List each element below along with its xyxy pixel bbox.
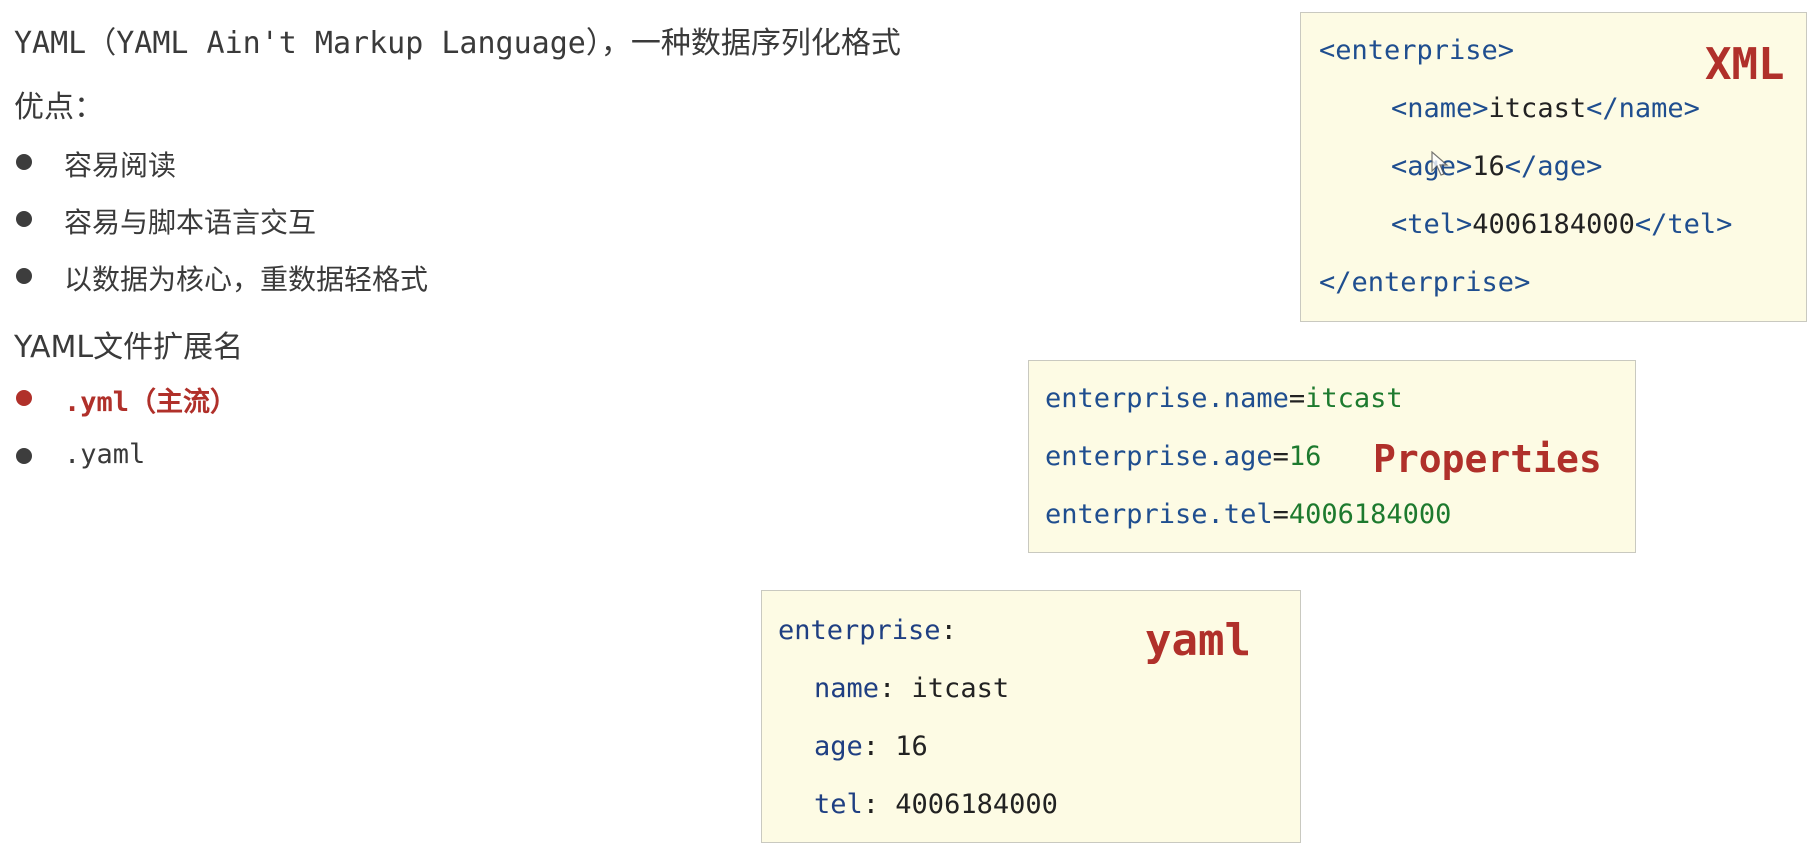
xml-name-line: <name>itcast</name>: [1391, 93, 1700, 124]
bullet-icon: [16, 390, 32, 406]
yaml-line: tel: 4006184000: [814, 789, 1058, 820]
xml-close-tag: </enterprise>: [1319, 267, 1531, 298]
properties-example-box: enterprise.name=itcast enterprise.age=16…: [1028, 360, 1636, 553]
properties-line: enterprise.tel=4006184000: [1045, 499, 1452, 530]
xml-example-box: XML <enterprise> <name>itcast</name> <ag…: [1300, 12, 1807, 322]
properties-label: Properties: [1373, 437, 1602, 481]
yaml-example-box: yaml enterprise: name: itcast age: 16 te…: [761, 590, 1301, 843]
properties-line: enterprise.age=16: [1045, 441, 1322, 472]
list-item: [16, 436, 32, 476]
xml-tel-line: <tel>4006184000</tel>: [1391, 209, 1733, 240]
extension-yaml: .yaml: [64, 439, 146, 470]
yaml-line: name: itcast: [814, 673, 1010, 704]
bullet-icon: [16, 448, 32, 464]
xml-age-line: <age>16</age>: [1391, 151, 1603, 182]
page-title: YAML（YAML Ain't Markup Language），一种数据序列化…: [14, 26, 901, 61]
xml-label: XML: [1705, 39, 1785, 90]
yaml-root-line: enterprise:: [778, 615, 957, 646]
list-item: [16, 378, 32, 418]
xml-open-tag: <enterprise>: [1319, 35, 1515, 66]
advantages-heading: 优点：: [14, 90, 104, 125]
mouse-cursor-icon: [1431, 151, 1449, 176]
bullet-icon: [16, 211, 32, 227]
list-item: [16, 256, 32, 296]
yaml-label: yaml: [1145, 615, 1251, 666]
properties-line: enterprise.name=itcast: [1045, 383, 1403, 414]
bullet-icon: [16, 154, 32, 170]
advantage-text: 容易与脚本语言交互: [64, 206, 317, 239]
extension-heading: YAML文件扩展名: [14, 330, 244, 365]
advantage-text: 以数据为核心，重数据轻格式: [64, 263, 429, 296]
yaml-line: age: 16: [814, 731, 928, 762]
bullet-icon: [16, 268, 32, 284]
list-item: [16, 199, 32, 239]
extension-yml: .yml（主流）: [64, 387, 238, 418]
list-item: [16, 142, 32, 182]
advantage-text: 容易阅读: [64, 149, 177, 182]
